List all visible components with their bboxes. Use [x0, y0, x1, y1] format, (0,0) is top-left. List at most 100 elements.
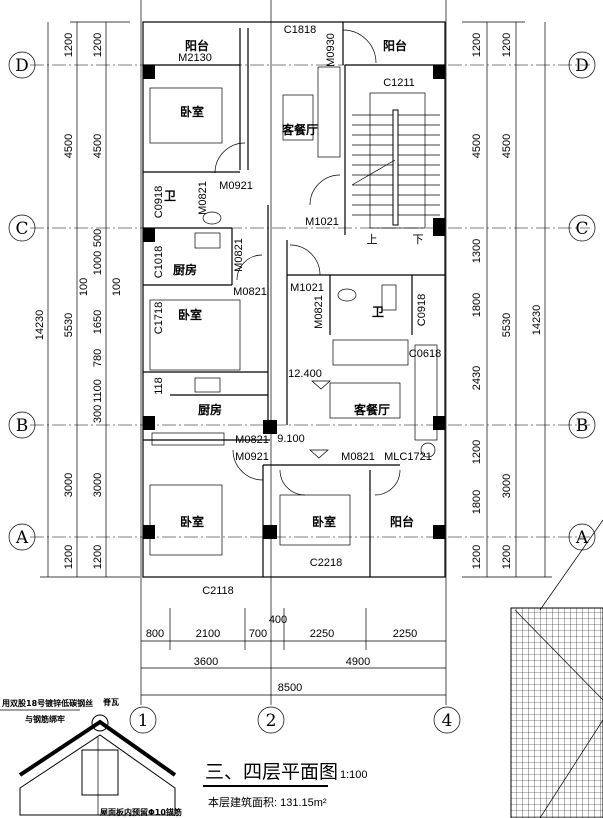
dimension: 1200 [92, 33, 104, 57]
opening-labels: M2130 C1818 M0930 C1211 M0921 M0821 C091… [153, 24, 441, 597]
door-code: M0921 [235, 451, 269, 463]
radiator-icon [151, 432, 225, 446]
axis-2: 2 [266, 711, 277, 731]
door-code: M1021 [290, 282, 324, 294]
dimensions-left: 1200 4500 14230 5530 3000 1200 1200 4500… [34, 21, 140, 578]
stove-icon [194, 377, 221, 393]
door-swing-icon [214, 142, 246, 174]
door-code: M0821 [197, 181, 209, 215]
window-code: C1818 [284, 24, 316, 36]
stairs-down-label: 下 [413, 234, 424, 246]
door-code: M1021 [305, 216, 339, 228]
window-code: C1718 [153, 302, 165, 334]
dimension: 1200 [501, 33, 513, 57]
bed-icon [149, 87, 223, 144]
room-balcony: 阳台 [383, 38, 407, 53]
room-bedroom: 卧室 [180, 104, 204, 119]
bed-icon [279, 494, 351, 546]
axis-D-right: D [575, 56, 589, 76]
dimension: 1200 [471, 545, 483, 569]
door-code: M0821 [235, 434, 269, 446]
dimension: 4900 [346, 656, 370, 668]
drawing-title: 三、四层平面图 1:100 本层建筑面积: 131.15m² [203, 761, 368, 809]
elevation-mark: 12.400 [288, 368, 322, 380]
door-swing-icon [374, 469, 401, 496]
door-code: M0930 [325, 33, 337, 67]
dimension: 3600 [194, 656, 218, 668]
axis-4: 4 [442, 711, 453, 731]
dimension: 3000 [92, 473, 104, 497]
window-code: C2118 [202, 585, 234, 597]
walls [142, 21, 446, 578]
bed-icon [149, 299, 241, 371]
sofa-icon [332, 339, 409, 366]
axis-C-right: C [575, 219, 588, 239]
sofa-icon [317, 66, 341, 158]
room-bedroom: 卧室 [178, 307, 202, 322]
dimension: 4500 [63, 134, 75, 158]
dimension: 1000 [92, 251, 104, 275]
axis-A: A [15, 528, 29, 548]
window-code: 118 [153, 377, 165, 395]
axis-A-right: A [575, 528, 589, 548]
door-code: M0821 [313, 295, 325, 329]
axis-C: C [15, 219, 28, 239]
dimension: 2430 [471, 366, 483, 390]
ridge-detail: 用双股18号镀锌低碳钢丝 与钢筋绑牢 脊瓦 屋面板内预留Φ10锚筋 [0, 697, 182, 817]
dimension: 4500 [92, 134, 104, 158]
sink-icon [337, 288, 357, 302]
dimension: 100 [111, 278, 123, 296]
axis-1: 1 [138, 711, 149, 731]
room-balcony: 阳台 [390, 514, 414, 529]
door-window-code: MLC1721 [384, 451, 432, 463]
dimension: 8500 [278, 682, 302, 694]
dimension: 2100 [196, 628, 220, 640]
dimension: 5530 [501, 313, 513, 337]
room-bedroom: 卧室 [312, 514, 336, 529]
window-code: C2218 [310, 557, 342, 569]
door-code: M0821 [341, 451, 375, 463]
dimension: 3000 [63, 473, 75, 497]
door-swing-icon [279, 469, 306, 496]
dimension: 1200 [471, 440, 483, 464]
stove-icon [194, 232, 221, 249]
door-swing-icon [232, 449, 264, 481]
floor-area: 本层建筑面积: 131.15m² [208, 795, 327, 809]
furniture [149, 29, 438, 556]
room-labels: 阳台 阳台 卧室 客餐厅 卫 厨房 卧室 卫 厨房 客餐厅 卧室 卧室 阳台 [164, 38, 414, 529]
dimension: 4500 [471, 134, 483, 158]
title-main: 三、四层平面图 [205, 761, 338, 783]
axis-B: B [16, 416, 29, 436]
dimension: 14230 [531, 305, 543, 336]
detail-note: 用双股18号镀锌低碳钢丝 [1, 698, 93, 708]
room-bathroom: 卫 [164, 189, 176, 203]
stairs-up-label: 上 [367, 233, 378, 246]
bed-icon [149, 484, 223, 556]
title-scale: 1:100 [340, 769, 368, 781]
dimension: 1200 [92, 545, 104, 569]
dimension: 800 [146, 628, 164, 640]
room-living-dining: 客餐厅 [353, 402, 390, 417]
window-code: C0918 [153, 186, 165, 218]
door-swing-icon [289, 244, 321, 276]
dimension: 1800 [471, 293, 483, 317]
detail-note: 与钢筋绑牢 [25, 714, 65, 724]
dimensions-bottom: 800 2100 700 400 2250 2250 3600 4900 850… [141, 608, 446, 696]
door-swing-icon [342, 29, 377, 64]
dimension: 1200 [501, 545, 513, 569]
sink-icon [202, 211, 222, 225]
window-code: C1211 [383, 77, 415, 89]
dimension: 500 [92, 229, 104, 247]
room-bedroom: 卧室 [180, 514, 204, 529]
dimension: 3000 [501, 474, 513, 498]
dimension: 1300 [471, 239, 483, 263]
room-kitchen: 厨房 [198, 402, 222, 417]
dimensions-right: 1200 4500 1300 1800 2430 1200 1800 1200 … [462, 21, 552, 578]
dimension: 1800 [471, 490, 483, 514]
dimension: 4500 [501, 134, 513, 158]
dimension: 700 [249, 628, 267, 640]
door-swing-icon [309, 174, 341, 206]
window-code: C1018 [153, 246, 165, 278]
dimension: 400 [269, 614, 287, 626]
